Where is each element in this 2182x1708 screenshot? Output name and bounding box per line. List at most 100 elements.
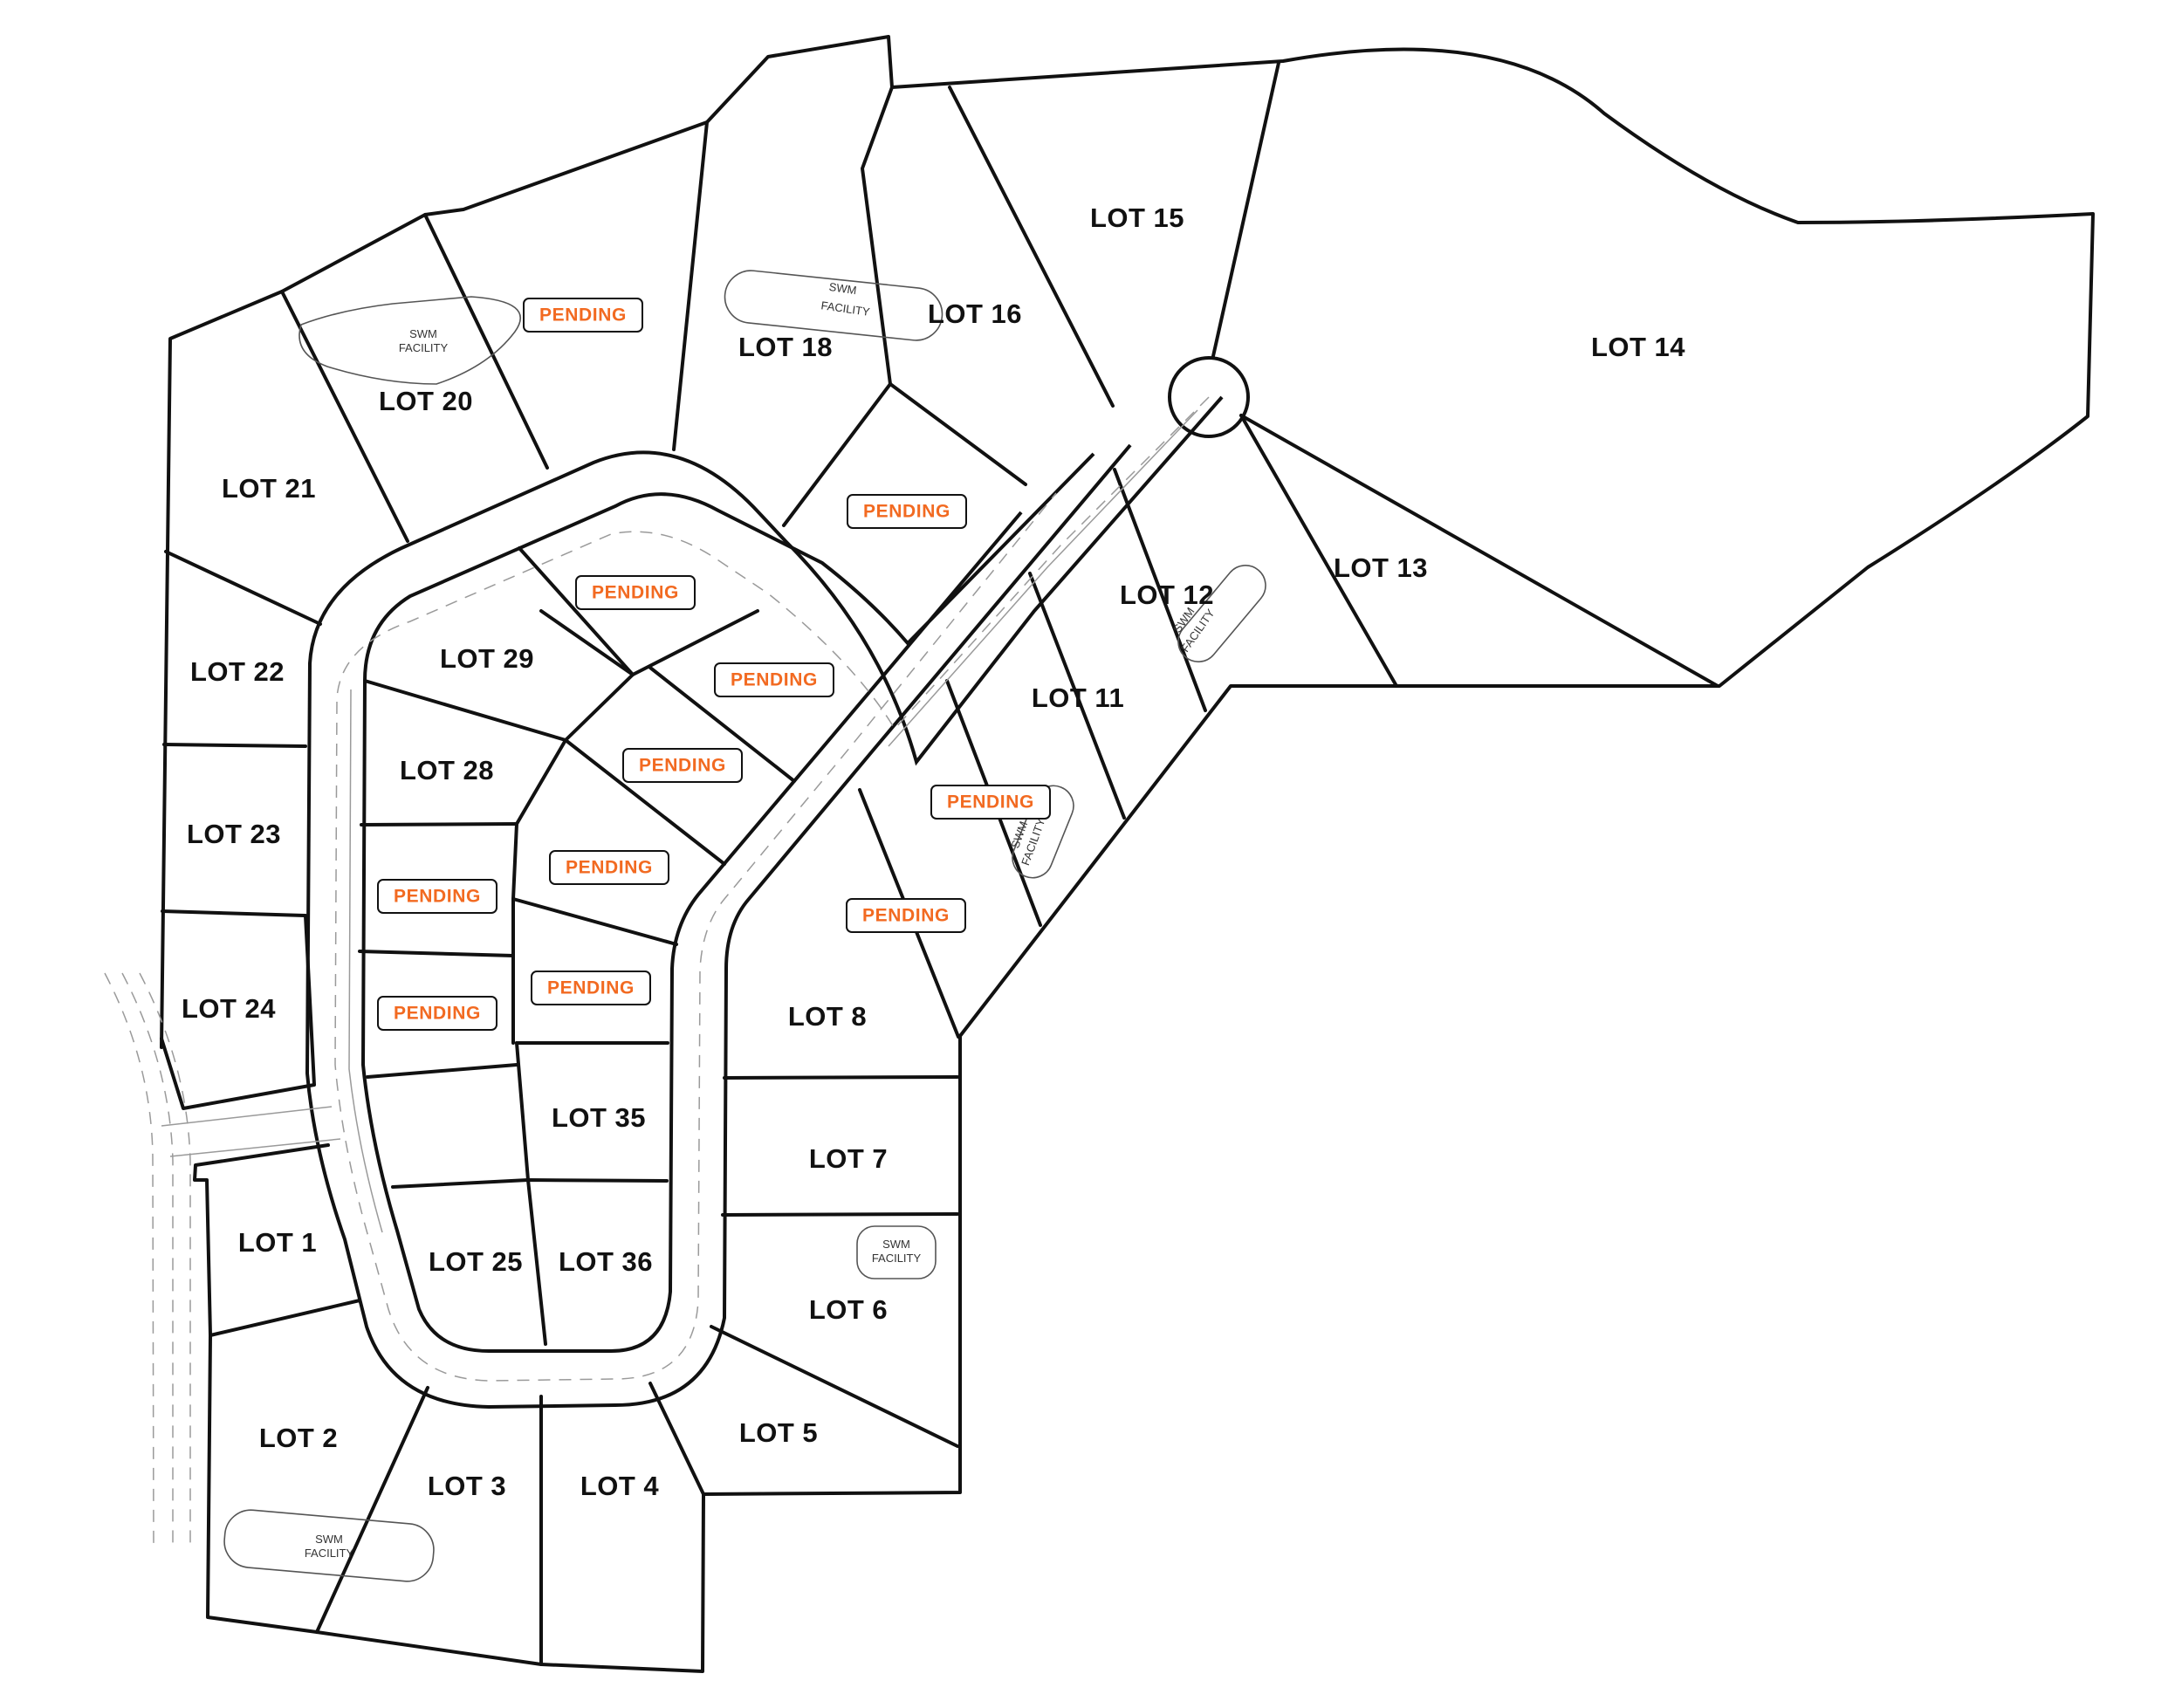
lot-line bbox=[889, 382, 1027, 486]
lot-label-5[interactable]: LOT 5 bbox=[739, 1417, 818, 1448]
lot-line bbox=[948, 86, 1115, 408]
entry-road-edge bbox=[161, 1106, 333, 1127]
lot-label-4[interactable]: LOT 4 bbox=[580, 1471, 660, 1501]
road-edge-inner bbox=[360, 452, 1095, 1353]
swm-pond bbox=[1012, 785, 1074, 879]
lot-label-20[interactable]: LOT 20 bbox=[379, 386, 473, 416]
lot-line bbox=[1211, 61, 1280, 358]
swm-facility-lot6: SWM FACILITY bbox=[856, 1225, 937, 1279]
pending-badge-label: PENDING bbox=[863, 502, 950, 522]
road-lane-line bbox=[348, 689, 383, 1233]
lot-line bbox=[161, 909, 306, 917]
lot-label-15[interactable]: LOT 15 bbox=[1090, 202, 1184, 233]
swm-label-line2: FACILITY bbox=[820, 298, 871, 319]
lot-label-29[interactable]: LOT 29 bbox=[440, 643, 534, 674]
pending-badge-label: PENDING bbox=[566, 858, 653, 878]
road-centerline bbox=[334, 396, 1210, 1382]
swm-label-line2: FACILITY bbox=[399, 341, 449, 354]
pending-badge[interactable]: PENDING bbox=[549, 850, 669, 885]
lot-label-1[interactable]: LOT 1 bbox=[238, 1227, 317, 1258]
lot-line bbox=[721, 1212, 959, 1217]
swm-label-line1: SWM bbox=[315, 1533, 343, 1546]
swm-label-line2: FACILITY bbox=[305, 1547, 354, 1560]
external-road bbox=[121, 972, 174, 1549]
pending-badge[interactable]: PENDING bbox=[930, 785, 1051, 820]
lot-line bbox=[539, 609, 635, 676]
pending-badge-label: PENDING bbox=[731, 670, 818, 690]
swm-label-line1: SWM bbox=[409, 327, 437, 340]
lot-line bbox=[164, 550, 322, 626]
swm-pond bbox=[1177, 565, 1266, 662]
lot-label-16[interactable]: LOT 16 bbox=[928, 298, 1022, 329]
pending-badge[interactable]: PENDING bbox=[714, 662, 834, 697]
lot-label-24[interactable]: LOT 24 bbox=[182, 993, 276, 1024]
swm-pond bbox=[724, 270, 943, 341]
pending-badge[interactable]: PENDING bbox=[523, 298, 643, 333]
lot-label-8[interactable]: LOT 8 bbox=[788, 1001, 867, 1032]
swm-label-line1: SWM bbox=[882, 1238, 910, 1251]
pending-badge[interactable]: PENDING bbox=[847, 494, 967, 529]
lot-label-28[interactable]: LOT 28 bbox=[400, 755, 494, 785]
lot-line bbox=[564, 738, 726, 866]
lot-line bbox=[782, 382, 892, 527]
lot-label-3[interactable]: LOT 3 bbox=[428, 1471, 506, 1501]
swm-facility-lot12: SWM FACILITY bbox=[1170, 565, 1266, 662]
lot-line bbox=[710, 1325, 959, 1448]
entry-road-edge bbox=[169, 1138, 341, 1157]
pending-badge-label: PENDING bbox=[394, 1004, 481, 1024]
pending-badge[interactable]: PENDING bbox=[575, 575, 696, 610]
lot-line bbox=[648, 666, 796, 783]
lot-label-7[interactable]: LOT 7 bbox=[809, 1143, 888, 1174]
lot-label-11[interactable]: LOT 11 bbox=[1032, 683, 1124, 713]
swm-label-line1: SWM bbox=[828, 280, 858, 297]
pending-badge-label: PENDING bbox=[947, 792, 1034, 813]
lot-label-36[interactable]: LOT 36 bbox=[559, 1246, 653, 1277]
pending-badge-label: PENDING bbox=[394, 887, 481, 907]
lot-label-6[interactable]: LOT 6 bbox=[809, 1294, 888, 1325]
swm-pond bbox=[223, 1509, 435, 1582]
pending-badge[interactable]: PENDING bbox=[377, 879, 497, 914]
pending-badge-label: PENDING bbox=[862, 906, 950, 926]
swm-facilities: SWM FACILITY SWM FACILITY SWM FACILITY S… bbox=[223, 270, 1266, 1582]
lot-line bbox=[861, 86, 894, 386]
pending-badge[interactable]: PENDING bbox=[531, 971, 651, 1005]
lot-line bbox=[1239, 414, 1398, 688]
lot-label-12[interactable]: LOT 12 bbox=[1120, 580, 1214, 610]
lot-line bbox=[358, 950, 515, 957]
swm-pond bbox=[856, 1225, 937, 1279]
lot-line bbox=[209, 1299, 361, 1337]
pending-badge[interactable]: PENDING bbox=[622, 748, 743, 783]
lot-line bbox=[280, 290, 409, 543]
external-road bbox=[139, 972, 191, 1549]
pending-badges: PENDING PENDING PENDING PENDING PENDING … bbox=[377, 298, 1051, 1031]
pending-badge-label: PENDING bbox=[547, 978, 635, 998]
parcel-boundaries bbox=[160, 35, 2095, 1673]
lot-line bbox=[672, 120, 709, 451]
lot-line bbox=[648, 1382, 705, 1496]
boundary-northwest bbox=[160, 35, 2095, 1673]
pending-badge[interactable]: PENDING bbox=[377, 996, 497, 1031]
lot-line bbox=[360, 822, 518, 827]
lot-line bbox=[391, 1178, 669, 1189]
lot-label-14[interactable]: LOT 14 bbox=[1591, 332, 1685, 362]
cul-de-sac bbox=[1168, 356, 1250, 438]
lot-label-22[interactable]: LOT 22 bbox=[190, 656, 285, 687]
pending-badge[interactable]: PENDING bbox=[846, 898, 966, 933]
lot-label-23[interactable]: LOT 23 bbox=[187, 819, 281, 849]
lot-label-2[interactable]: LOT 2 bbox=[259, 1423, 338, 1453]
swm-label-line2: FACILITY bbox=[872, 1252, 922, 1265]
lot-line bbox=[160, 914, 316, 1110]
lot-label-18[interactable]: LOT 18 bbox=[738, 332, 833, 362]
lot-label-13[interactable]: LOT 13 bbox=[1334, 552, 1428, 583]
lot-line bbox=[511, 897, 678, 946]
lot-label-35[interactable]: LOT 35 bbox=[552, 1102, 646, 1133]
lot-label-25[interactable]: LOT 25 bbox=[429, 1246, 523, 1277]
lot-line bbox=[631, 609, 759, 676]
pending-badge-label: PENDING bbox=[592, 583, 679, 603]
external-road bbox=[104, 972, 154, 1550]
swm-pond bbox=[298, 296, 521, 385]
lot-label-21[interactable]: LOT 21 bbox=[222, 473, 316, 504]
swm-facility-lot20: SWM FACILITY bbox=[298, 296, 521, 385]
lot-line bbox=[366, 1063, 518, 1079]
